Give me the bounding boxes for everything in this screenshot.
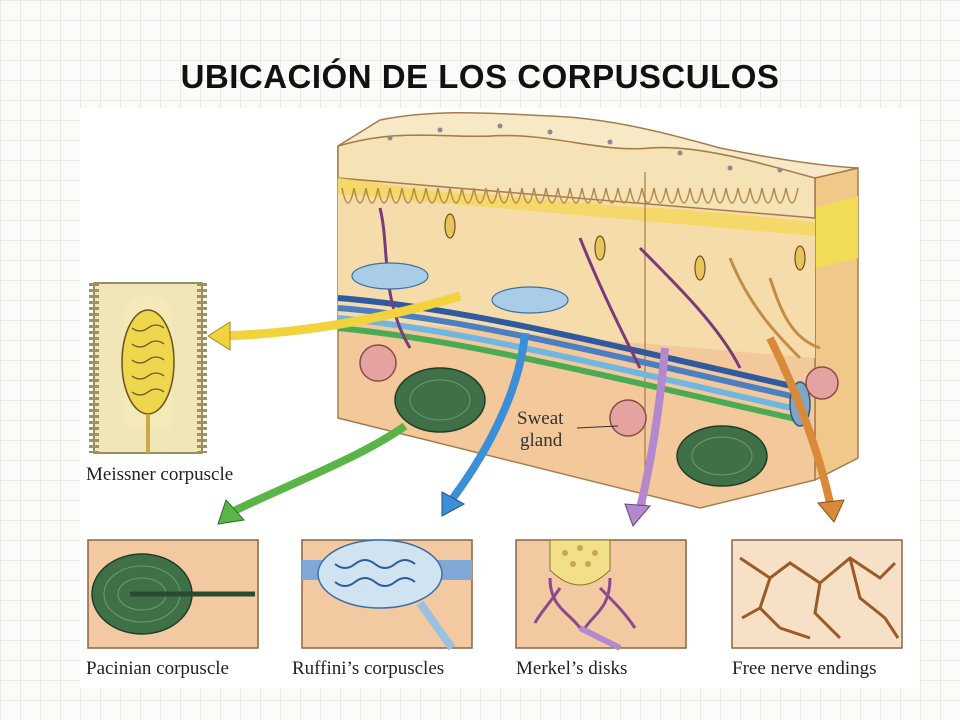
free-arrow (766, 336, 834, 504)
meissner-arrowhead (207, 321, 231, 351)
merkel-arrow (636, 347, 669, 509)
pacinian-in-skin (394, 367, 768, 487)
pacinian-arrowhead (217, 499, 245, 525)
free-endings-caption: Free nerve endings (732, 658, 877, 679)
arrows (207, 291, 845, 527)
meissner-in-skin (444, 213, 806, 281)
sweat-glands (359, 344, 839, 437)
free-endings-inset (731, 539, 903, 649)
sweat-gland-leader (576, 425, 619, 429)
sweat-gland-label-2: gland (520, 430, 563, 451)
ruffini-caption: Ruffini’s corpuscles (292, 658, 444, 679)
meissner-inset (89, 282, 207, 454)
pacinian-arrow (228, 422, 408, 517)
sweat-gland-label-1: Sweat (517, 408, 564, 429)
slide-title: UBICACIÓN DE LOS CORPUSCULOS (180, 58, 780, 95)
skin-diagram-svg: Sweat gland Meissner corpuscle Pacinian … (86, 112, 903, 679)
corpuscle-diagram: Sweat gland Meissner corpuscle Pacinian … (80, 108, 920, 688)
free-arrowhead (817, 499, 845, 523)
merkel-caption: Merkel’s disks (516, 658, 627, 679)
nerve-fibers (378, 207, 821, 369)
meissner-arrow (224, 291, 462, 341)
merkel-inset (515, 539, 687, 651)
pacinian-caption: Pacinian corpuscle (86, 658, 229, 679)
ruffini-arrowhead (441, 491, 466, 517)
merkel-arrowhead (624, 503, 652, 527)
pacinian-inset (87, 539, 259, 649)
ruffini-inset (301, 539, 473, 651)
meissner-caption: Meissner corpuscle (86, 464, 233, 485)
ruffini-in-skin (351, 262, 569, 314)
ruffini-arrow (449, 332, 529, 501)
